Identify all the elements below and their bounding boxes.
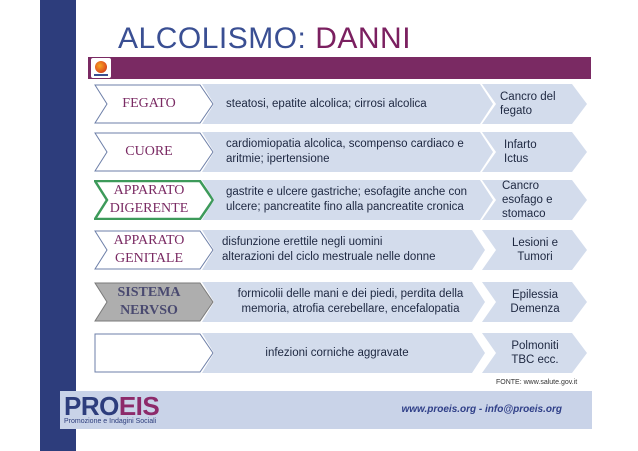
organ-label-line: APPARATO — [113, 233, 185, 248]
damage-description-chevron — [202, 180, 493, 220]
organ-label-chevron — [94, 180, 214, 220]
damage-description-line: disfunzione erettile negli uomini — [222, 236, 383, 248]
organ-label-line: DIGERENTE — [109, 201, 189, 216]
outcome-chevron — [482, 84, 587, 124]
damage-description-chevron — [202, 333, 485, 373]
header-band — [88, 57, 591, 79]
outcome-text-line: Demenza — [510, 303, 560, 315]
organ-label-line: APPARATO — [113, 183, 185, 198]
damage-description-chevron — [202, 230, 485, 270]
outcome-text-line: TBC ecc. — [511, 354, 559, 366]
organ-label-line: SISTEMA — [117, 285, 181, 300]
damage-description: steatosi, epatite alcolica; cirrosi alco… — [226, 97, 427, 112]
damage-description-line: gastrite e ulcere gastriche; esofagite a… — [226, 186, 468, 198]
damage-row: SISTEMA NERVSO formicolii delle mani e dei… — [0, 282, 638, 322]
damage-description-line: aritmie; ipertensione — [226, 153, 330, 165]
outcome-text-line: Cancro — [502, 180, 540, 192]
title-part-1: ALCOLISMO: — [118, 22, 316, 55]
logo-text-1: PRO — [64, 391, 119, 421]
outcome-text-line: Tumori — [517, 251, 553, 263]
damage-description-line: memoria, atrofia cerebellare, encefalopa… — [241, 303, 460, 315]
organ-label-line: GENITALE — [114, 251, 184, 266]
organ-label: FEGATO — [96, 95, 202, 113]
outcome-text-line: esofago e — [502, 194, 553, 206]
outcome-text-line: Cancro del — [500, 91, 556, 103]
damage-description: disfunzione erettile negli uomini alteraz… — [222, 235, 436, 265]
organ-label: CUORE — [96, 143, 202, 161]
footer-contact[interactable]: www.proeis.org - info@proeis.org — [401, 404, 563, 415]
damage-description: formicolii delle mani e dei piedi, perdi… — [228, 287, 473, 317]
left-accent-bar — [40, 0, 76, 451]
outcome-chevron — [482, 132, 587, 172]
title-part-2: DANNI — [315, 22, 412, 55]
organ-label-line: NERVSO — [120, 303, 178, 318]
damage-row: CUORE cardiomiopatia alcolica, scompenso … — [0, 132, 638, 172]
logo-text-2: EIS — [118, 391, 160, 421]
outcome-text-line: fegato — [500, 105, 532, 117]
damage-description-line: formicolii delle mani e dei piedi, perdi… — [237, 288, 464, 300]
outcome-text-line: stomaco — [502, 208, 546, 220]
slide-title: ALCOLISMO: DANNI — [118, 22, 411, 56]
outcome-chevron — [482, 230, 587, 270]
organ-label: SISTEMA NERVSO — [96, 284, 202, 320]
logo-subtitle: Promozione e Indagini Sociali — [64, 418, 157, 425]
damage-description-line: steatosi, epatite alcolica; cirrosi alco… — [226, 97, 427, 110]
organ-label-chevron — [94, 282, 214, 322]
damage-description: gastrite e ulcere gastriche; esofagite a… — [226, 185, 467, 215]
footer-bar: www.proeis.org - info@proeis.org — [60, 391, 592, 429]
organ-label-chevron — [94, 132, 214, 172]
outcome-chevron — [482, 282, 587, 322]
damage-description: infezioni corniche aggravate — [202, 346, 472, 361]
outcome-text-line: Epilessia — [511, 289, 559, 301]
outcome-text: Cancro del fegato — [500, 90, 556, 118]
damage-row: APPARATO DIGERENTE gastrite e ulcere gastr… — [0, 180, 638, 220]
proeis-logo-icon — [91, 58, 111, 78]
organ-label: APPARATO GENITALE — [96, 232, 202, 268]
organ-label: APPARATO DIGERENTE — [96, 182, 202, 218]
outcome-chevron — [482, 333, 587, 373]
organ-label-chevron — [94, 230, 214, 270]
damage-description-line: infezioni corniche aggravate — [265, 346, 409, 359]
damage-description-line: alterazioni del ciclo mestruale nelle do… — [222, 251, 436, 263]
proeis-logo: PROEIS Promozione e Indagini Sociali — [64, 393, 214, 427]
source-note: FONTE: www.salute.gov.it — [496, 379, 578, 386]
outcome-text-line: Ictus — [504, 153, 529, 165]
organ-label-line: CUORE — [125, 144, 173, 159]
damage-description-chevron — [202, 282, 485, 322]
outcome-text: Lesioni e Tumori — [496, 236, 574, 264]
organ-label-line: FEGATO — [122, 96, 176, 111]
damage-description-chevron — [202, 84, 493, 124]
outcome-text-line: Polmoniti — [511, 340, 559, 352]
damage-description-line: cardiomiopatia alcolica, scompenso cardi… — [226, 138, 464, 150]
damage-row: FEGATO steatosi, epatite alcolica; cirros… — [0, 84, 638, 124]
outcome-text: Cancro esofago e stomaco — [502, 179, 553, 221]
damage-description-line: ulcere; pancreatite fino alla pancreatit… — [226, 201, 464, 213]
organ-label-chevron — [94, 333, 214, 373]
outcome-chevron — [482, 180, 587, 220]
outcome-text-line: Lesioni e — [511, 237, 559, 249]
damage-row: APPARATO GENITALE disfunzione erettile neg… — [0, 230, 638, 270]
damage-description-chevron — [202, 132, 493, 172]
damage-description: cardiomiopatia alcolica, scompenso cardi… — [226, 137, 464, 167]
organ-label-chevron — [94, 84, 214, 124]
outcome-text-line: Infarto — [504, 139, 537, 151]
